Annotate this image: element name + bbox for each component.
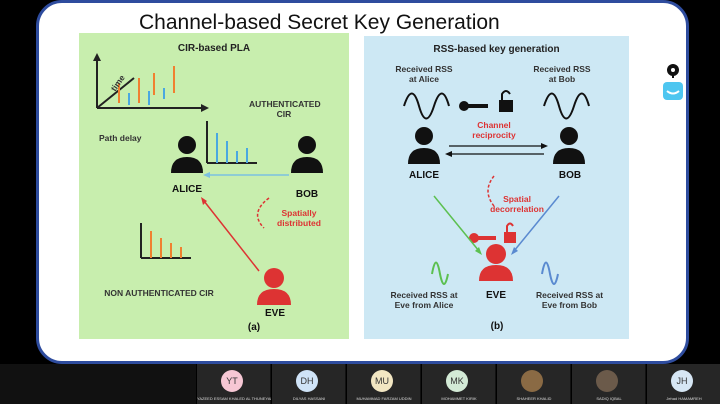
avatar xyxy=(521,370,543,392)
pin-button[interactable] xyxy=(663,62,683,80)
cir-diagram xyxy=(93,53,323,305)
avatar: MU xyxy=(371,370,393,392)
participant-name: MOHAMMET KIRIK xyxy=(441,396,477,401)
caption-a: (a) xyxy=(247,322,261,333)
participant-tile[interactable]: YT YAZEED ESSAM KHALED AL THUNEYAN xyxy=(196,364,271,404)
key-icon xyxy=(459,101,488,111)
slide-title: Channel-based Secret Key Generation xyxy=(139,11,500,34)
path-delay-label: Path delay xyxy=(99,133,142,143)
participant-name: Jehad HAMAMREH xyxy=(666,396,702,401)
red-key-icon xyxy=(469,233,496,243)
participant-name: SHAHEER KHALID xyxy=(516,396,552,401)
participant-tile[interactable]: MU MUHAMMAD FARZAM UDDIN xyxy=(346,364,420,404)
avatar: JH xyxy=(671,370,693,392)
participant-tile[interactable]: SHAHEER KHALID xyxy=(496,364,570,404)
avatar: DH xyxy=(296,370,318,392)
cir-panel: CIR-based PLA xyxy=(79,33,349,339)
avatar xyxy=(596,370,618,392)
presentation-slide: Channel-based Secret Key Generation CIR-… xyxy=(36,0,689,364)
non-authenticated-cir-label: NON AUTHENTICATED CIR xyxy=(104,288,214,298)
spatial-decorrelation-label: Spatial decorrelation xyxy=(490,194,544,214)
participant-tile[interactable]: MK MOHAMMET KIRIK xyxy=(421,364,495,404)
rss-bob-label: Received RSS at Bob xyxy=(533,64,591,84)
participant-name: SADIQ IQBAL xyxy=(596,396,622,401)
participant-name: DILYAS HASSANI xyxy=(292,396,326,401)
spatially-distributed-label: Spatially distributed xyxy=(277,208,321,228)
lock-icon xyxy=(499,90,513,112)
bob-label: BOB xyxy=(295,189,319,200)
participant-tile[interactable]: JH Jehad HAMAMREH xyxy=(646,364,720,404)
participant-name: MUHAMMAD FARZAM UDDIN xyxy=(356,396,412,401)
red-lock-icon xyxy=(504,222,516,243)
rss-alice-label: Received RSS at Alice xyxy=(395,64,453,84)
cir-panel-title: CIR-based PLA xyxy=(177,43,251,54)
avatar: YT xyxy=(221,370,243,392)
eve-label: EVE xyxy=(264,308,285,319)
bob-label-b: BOB xyxy=(558,170,582,181)
rss-eve-bob-label: Received RSS at Eve from Bob xyxy=(535,290,604,310)
rss-panel: RSS-based key generation xyxy=(364,36,629,339)
rss-panel-title: RSS-based key generation xyxy=(433,44,560,55)
caption-b: (b) xyxy=(490,321,504,332)
alice-label-b: ALICE xyxy=(409,170,439,181)
participant-tile[interactable]: DH DILYAS HASSANI xyxy=(271,364,345,404)
participant-name: YAZEED ESSAM KHALED AL THUNEYAN xyxy=(197,396,271,401)
authenticated-cir-label: AUTHENTICATED CIR xyxy=(249,99,321,119)
alice-label: ALICE xyxy=(172,184,202,195)
eve-label-b: EVE xyxy=(485,290,506,301)
chat-button[interactable] xyxy=(663,82,683,100)
rss-eve-alice-label: Received RSS at Eve from Alice xyxy=(390,290,458,310)
rss-diagram xyxy=(403,90,590,285)
avatar: MK xyxy=(446,370,468,392)
channel-reciprocity-label: Channel reciprocity xyxy=(472,120,516,140)
participant-tile[interactable]: SADIQ IQBAL xyxy=(571,364,645,404)
